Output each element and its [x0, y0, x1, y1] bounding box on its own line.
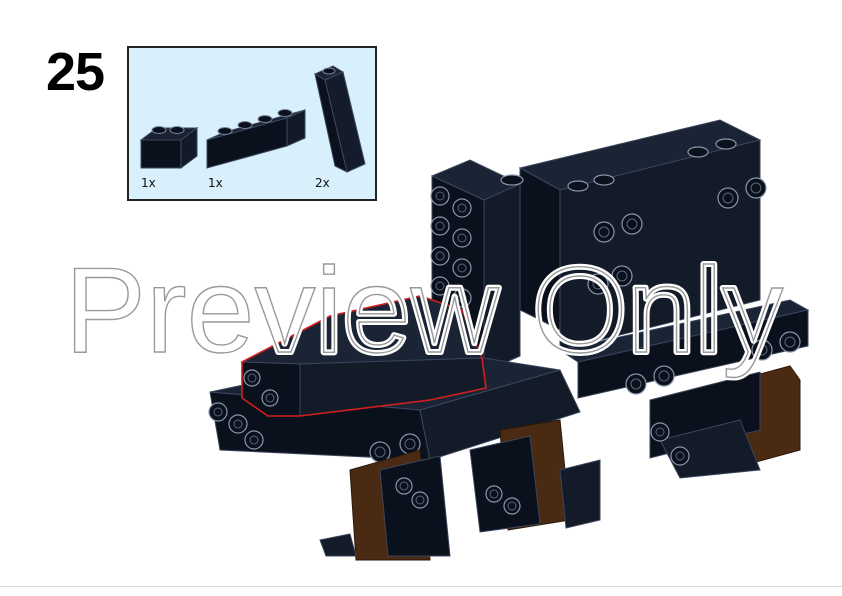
step-number: 25: [46, 42, 105, 102]
part-brick-1x2: [139, 126, 199, 169]
model-back-body: [518, 119, 767, 351]
part-quantity: 2x: [315, 176, 330, 190]
footer-divider: [0, 586, 842, 587]
model-rear-leg: [649, 365, 801, 479]
part-brick-1x4: [206, 109, 306, 169]
parts-illustration: [139, 65, 366, 173]
model-right-wing: [558, 299, 810, 399]
part-slope: [313, 65, 366, 173]
parts-callout: 1x 1x 2x: [127, 46, 377, 201]
part-quantity: 1x: [141, 176, 156, 190]
model-side-tower: [430, 159, 524, 373]
model-new-parts-highlight: [240, 295, 487, 417]
model-front-legs: [319, 419, 601, 561]
part-quantity: 1x: [208, 176, 223, 190]
